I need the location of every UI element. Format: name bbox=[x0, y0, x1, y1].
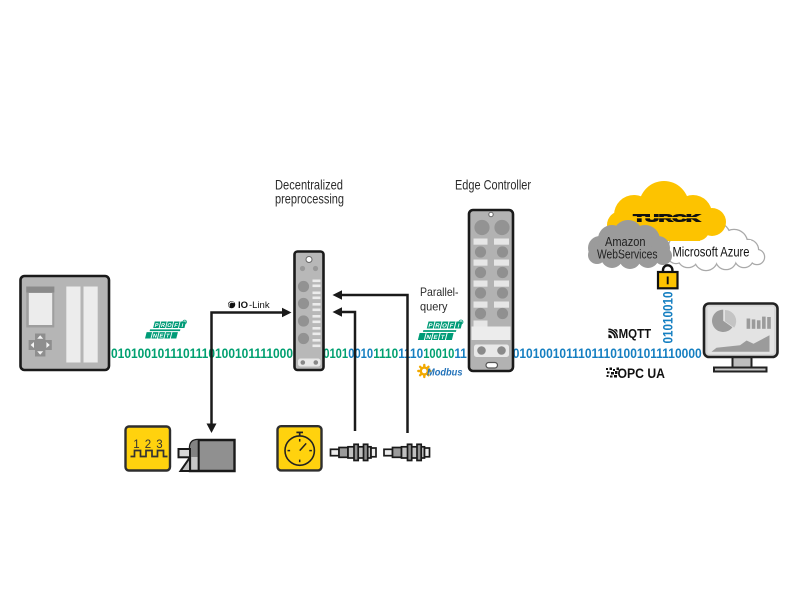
svg-text:11: 11 bbox=[454, 345, 467, 361]
svg-text:F: F bbox=[449, 322, 455, 329]
svg-text:-Link: -Link bbox=[249, 300, 270, 311]
svg-text:1: 1 bbox=[133, 439, 139, 451]
svg-text:0010: 0010 bbox=[348, 345, 373, 361]
svg-text:Modbus: Modbus bbox=[427, 367, 463, 379]
svg-text:I: I bbox=[181, 323, 184, 329]
svg-text:Parallel-: Parallel- bbox=[420, 285, 459, 299]
svg-text:P: P bbox=[154, 323, 159, 329]
svg-text:3: 3 bbox=[156, 439, 162, 451]
svg-text:0101: 0101 bbox=[323, 345, 348, 361]
svg-text:R: R bbox=[160, 323, 165, 329]
svg-text:E: E bbox=[433, 334, 439, 341]
svg-text:TURCK: TURCK bbox=[634, 213, 701, 225]
svg-text:R: R bbox=[434, 322, 441, 329]
svg-text:P: P bbox=[428, 322, 434, 329]
svg-text:preprocessing: preprocessing bbox=[275, 191, 344, 207]
svg-text:0101001011101110100101111000: 0101001011101110100101111000 bbox=[111, 345, 293, 361]
svg-text:2: 2 bbox=[145, 439, 151, 451]
svg-text:T: T bbox=[440, 334, 446, 341]
svg-text:F: F bbox=[173, 323, 178, 329]
svg-text:10010: 10010 bbox=[423, 345, 454, 361]
svg-text:query: query bbox=[420, 300, 448, 314]
svg-text:IO: IO bbox=[238, 300, 248, 311]
svg-text:MQTT: MQTT bbox=[619, 327, 652, 341]
svg-text:O: O bbox=[166, 323, 172, 329]
svg-text:Amazon: Amazon bbox=[605, 235, 646, 249]
svg-text:Edge Controller: Edge Controller bbox=[455, 177, 531, 193]
svg-text:T: T bbox=[165, 333, 170, 339]
svg-text:E: E bbox=[159, 333, 164, 339]
svg-text:OPC UA: OPC UA bbox=[618, 366, 666, 381]
svg-text:N: N bbox=[426, 334, 432, 341]
svg-text:WebServices: WebServices bbox=[597, 247, 658, 261]
svg-text:Decentralized: Decentralized bbox=[275, 177, 343, 193]
svg-text:N: N bbox=[152, 333, 157, 339]
svg-text:1110: 1110 bbox=[373, 345, 398, 361]
svg-text:01010010111011101001011110000: 01010010111011101001011110000 bbox=[513, 345, 702, 361]
svg-text:O: O bbox=[441, 322, 448, 329]
svg-text:01010010: 01010010 bbox=[660, 291, 676, 343]
svg-text:I: I bbox=[457, 322, 461, 329]
svg-text:Microsoft Azure: Microsoft Azure bbox=[673, 243, 750, 259]
svg-text:1110: 1110 bbox=[398, 345, 423, 361]
